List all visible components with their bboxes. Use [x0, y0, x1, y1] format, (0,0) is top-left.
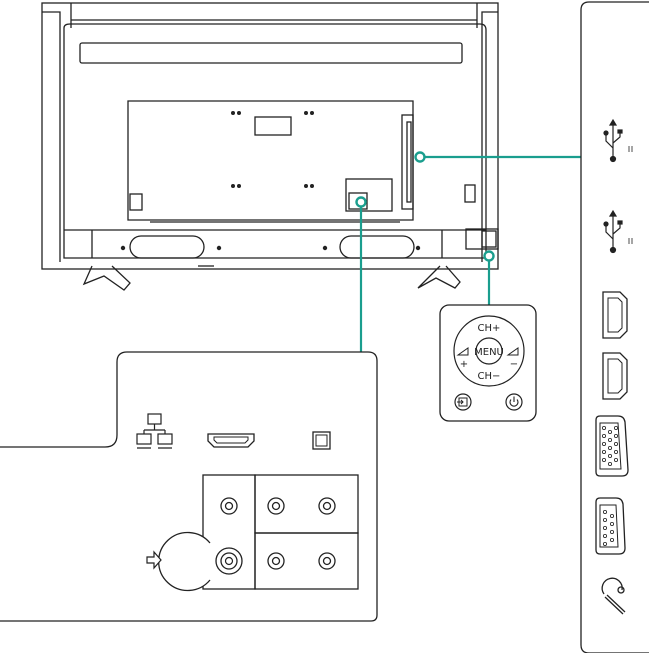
tv-mount-plate	[128, 101, 413, 220]
side-panel	[581, 2, 649, 653]
ch-up-button[interactable]: CH+	[478, 323, 501, 334]
callout-dot-side	[416, 153, 425, 162]
ch-down-button[interactable]: CH−	[478, 371, 501, 382]
menu-button-label: MENU	[474, 347, 504, 358]
side-panel-outline	[581, 2, 649, 653]
tv-control-module-inner	[482, 231, 496, 247]
antenna-housing	[159, 532, 210, 590]
control-panel: MENU CH+ CH− + −	[440, 305, 536, 421]
tv-inner-shell	[64, 24, 486, 258]
tv-side-port	[130, 194, 142, 210]
volume-up-label: +	[460, 359, 468, 370]
tv-small-port	[465, 185, 475, 202]
tv-side-port-inner	[407, 122, 411, 202]
volume-down-label: −	[510, 359, 518, 370]
tv-bottom-ledge	[64, 230, 486, 258]
tv-screw-holes	[121, 111, 420, 250]
callout-dot-control	[485, 252, 494, 261]
av-jack[interactable]	[319, 498, 335, 514]
antenna-jack-outer	[216, 548, 242, 574]
tv-rear-connector-block	[346, 179, 392, 211]
callout-dots	[357, 153, 494, 261]
tv-left-edge	[42, 12, 498, 262]
av-jack[interactable]	[268, 498, 284, 514]
tv-vent-slot	[80, 43, 462, 63]
tv-speaker-right	[340, 236, 414, 258]
tv-speaker-left	[130, 236, 204, 258]
tv-back-view	[42, 3, 498, 290]
av-jack[interactable]	[319, 553, 335, 569]
callout-dot-rear	[357, 198, 366, 207]
tv-label-sticker	[255, 117, 291, 135]
av-jack[interactable]	[221, 498, 237, 514]
rear-panel-enlargement	[0, 352, 377, 621]
av-jack[interactable]	[268, 553, 284, 569]
